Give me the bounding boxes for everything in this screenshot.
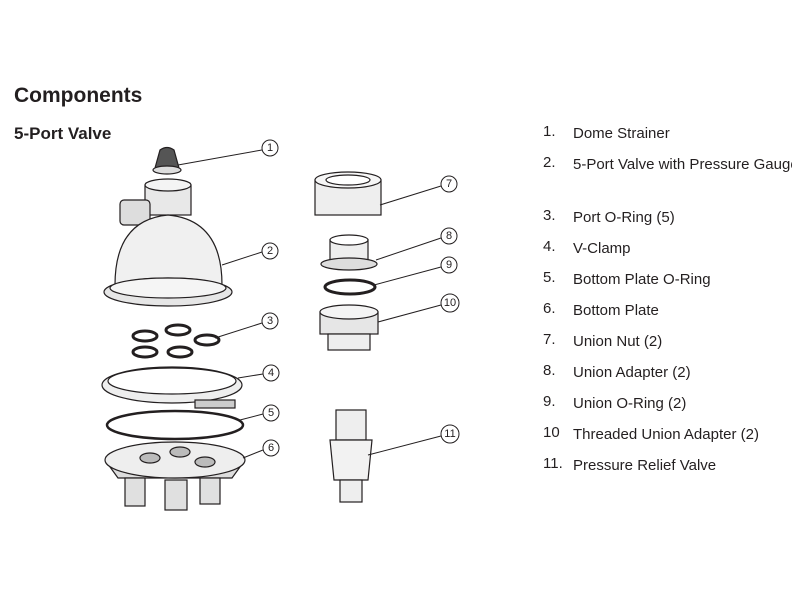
svg-text:10: 10 <box>444 297 456 309</box>
item-number: 9. <box>543 393 556 410</box>
svg-text:3: 3 <box>267 315 273 327</box>
callout-5: 5 <box>262 404 280 422</box>
svg-text:5: 5 <box>268 407 274 419</box>
page-heading: Components <box>14 84 143 107</box>
section-heading: 5-Port Valve <box>14 124 112 143</box>
callout-4: 4 <box>262 364 280 382</box>
item-label: Threaded Union Adapter (2) <box>573 426 759 443</box>
callout-9: 9 <box>440 256 458 274</box>
svg-text:6: 6 <box>268 442 274 454</box>
item-number: 6. <box>543 300 556 317</box>
item-number: 3. <box>543 207 556 224</box>
callout-8: 8 <box>440 227 458 245</box>
leader-lines <box>177 149 442 459</box>
svg-text:7: 7 <box>446 178 452 190</box>
item-number: 8. <box>543 362 556 379</box>
callout-6: 6 <box>262 439 280 457</box>
union-adapter-part <box>320 234 378 271</box>
svg-text:1: 1 <box>267 142 273 154</box>
dome-strainer-part <box>152 146 182 175</box>
callout-10: 10 <box>440 293 460 313</box>
item-label: Port O-Ring (5) <box>573 209 675 226</box>
item-number: 10 <box>543 424 560 441</box>
item-number: 2. <box>543 154 556 171</box>
svg-text:11: 11 <box>444 428 455 440</box>
union-nut-part <box>314 171 382 216</box>
port-o-rings-part <box>131 323 221 359</box>
item-label: V-Clamp <box>573 240 631 257</box>
item-number: 7. <box>543 331 556 348</box>
item-number: 5. <box>543 269 556 286</box>
v-clamp-part <box>101 366 243 409</box>
union-o-ring-part <box>323 278 377 296</box>
item-label: Bottom Plate <box>573 302 659 319</box>
item-label: Union O-Ring (2) <box>573 395 687 412</box>
pressure-relief-valve-part <box>329 409 373 503</box>
item-label: Dome Strainer <box>573 125 670 142</box>
callout-7: 7 <box>440 175 458 193</box>
svg-text:2: 2 <box>267 245 273 257</box>
item-label: Union Nut (2) <box>573 333 663 350</box>
item-label: Pressure Relief Valve <box>573 457 717 474</box>
item-number: 11. <box>543 455 563 472</box>
valve-body-part <box>103 178 233 307</box>
callout-11: 11 <box>440 424 460 444</box>
item-label: 5-Port Valve with Pressure Gauge <box>573 156 792 173</box>
item-number: 4. <box>543 238 556 255</box>
svg-text:4: 4 <box>268 367 274 379</box>
item-label: Bottom Plate O-Ring <box>573 271 711 288</box>
svg-text:9: 9 <box>446 259 452 271</box>
item-number: 1. <box>543 123 556 140</box>
item-label: Union Adapter (2) <box>573 364 691 381</box>
callout-2: 2 <box>261 242 279 260</box>
callout-3: 3 <box>261 312 279 330</box>
bottom-plate-o-ring-part <box>105 409 245 441</box>
svg-text:8: 8 <box>446 230 452 242</box>
bottom-plate-part <box>104 441 246 511</box>
threaded-union-adapter-part <box>319 304 379 351</box>
callout-1: 1 <box>261 139 279 157</box>
